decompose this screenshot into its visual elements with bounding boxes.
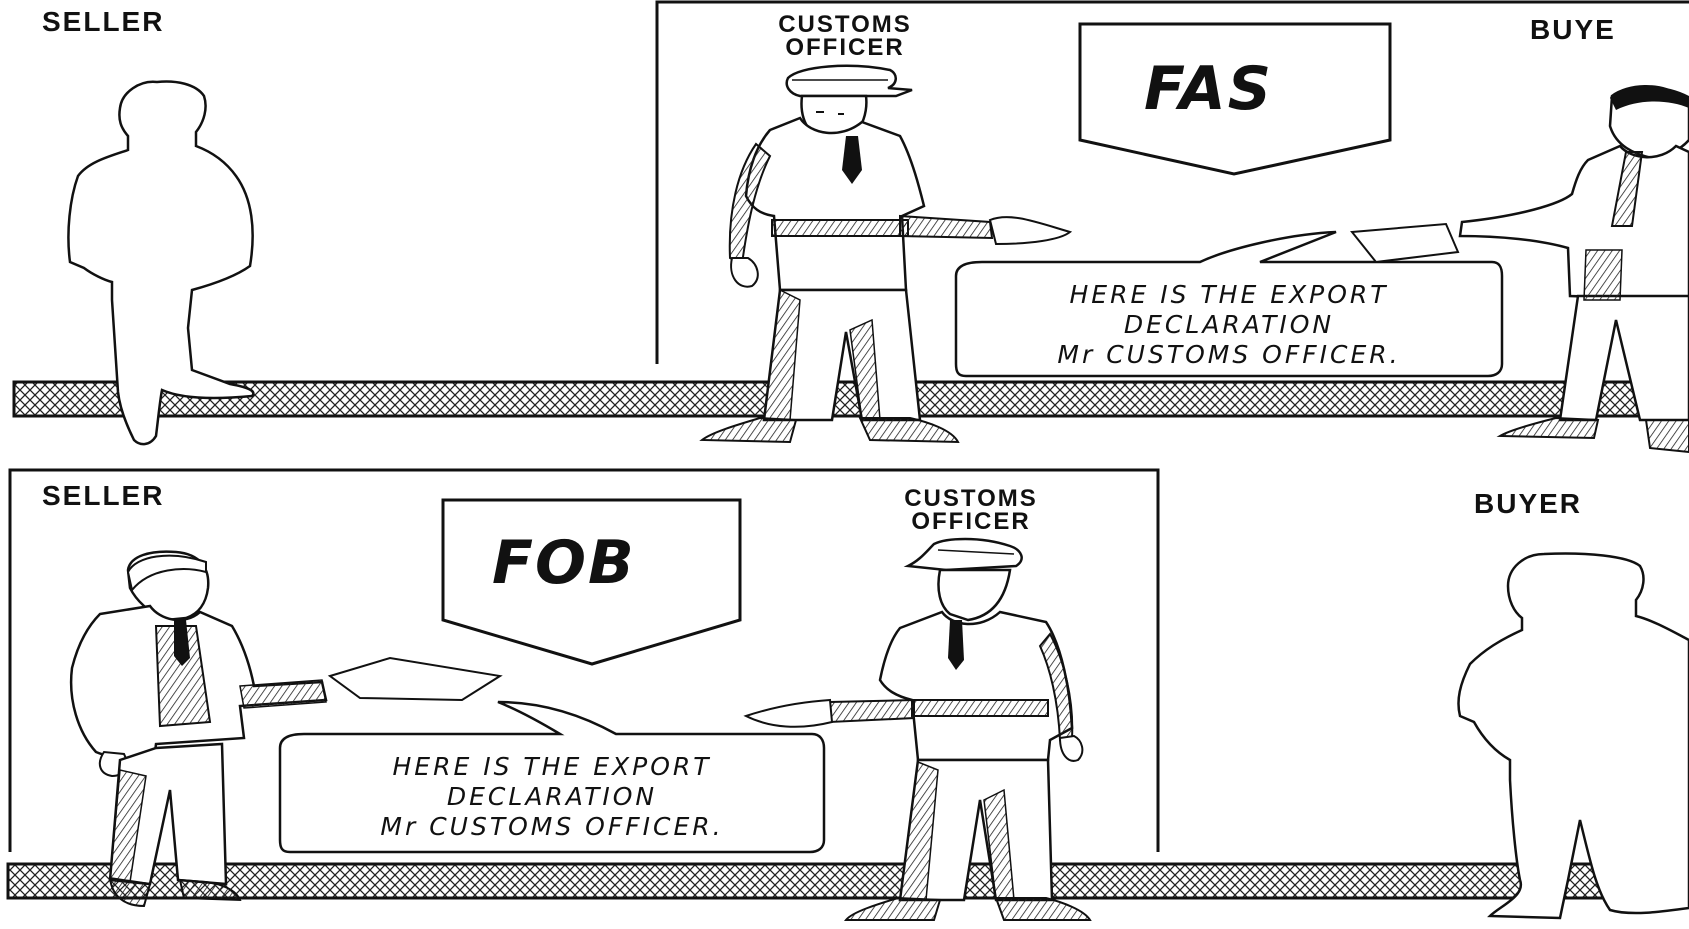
fob-speech-line3: Mr CUSTOMS OFFICER. — [280, 812, 824, 842]
fas-speech-line1: HERE IS THE EXPORT — [956, 280, 1502, 310]
fas-buyer-label: BUYE — [1530, 16, 1616, 44]
fas-panel — [14, 2, 1689, 452]
fob-buyer-label: BUYER — [1474, 490, 1582, 518]
fob-speech-line1: HERE IS THE EXPORT — [280, 752, 824, 782]
fob-seller-label: SELLER — [42, 482, 164, 510]
fob-speech-line2: DECLARATION — [280, 782, 824, 812]
fob-customs-officer-label-line2: OFFICER — [856, 511, 1086, 534]
fob-speech-text: HERE IS THE EXPORT DECLARATION Mr CUSTOM… — [280, 752, 824, 842]
fas-speech-text: HERE IS THE EXPORT DECLARATION Mr CUSTOM… — [956, 280, 1502, 370]
fas-speech-line2: DECLARATION — [956, 310, 1502, 340]
fob-term-title: FOB — [492, 528, 636, 598]
fob-customs-officer-label: CUSTOMS OFFICER — [856, 488, 1086, 534]
fas-speech-line3: Mr CUSTOMS OFFICER. — [956, 340, 1502, 370]
fas-term-title: FAS — [1144, 54, 1273, 124]
fas-ground-strip — [14, 382, 1689, 416]
fob-panel — [8, 470, 1689, 920]
fas-seller-label: SELLER — [42, 8, 164, 36]
fas-customs-officer-label: CUSTOMS OFFICER — [730, 14, 960, 60]
fas-customs-officer-label-line2: OFFICER — [730, 37, 960, 60]
fob-ground-strip — [8, 864, 1689, 898]
fob-document — [330, 658, 500, 700]
